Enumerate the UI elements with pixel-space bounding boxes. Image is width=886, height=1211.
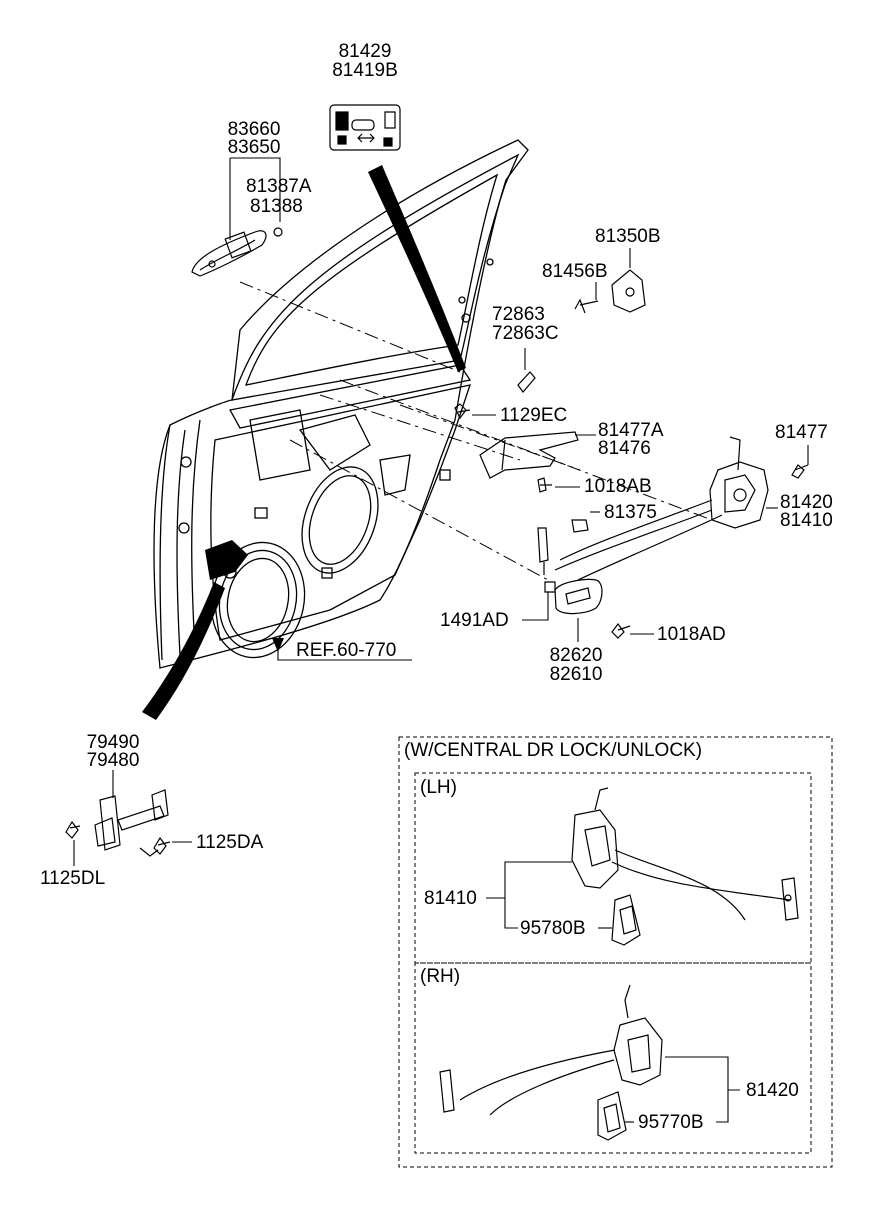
label-1018ad: 1018AD — [657, 624, 726, 645]
arrow-to-door-top — [368, 165, 466, 372]
label-81456b: 81456B — [542, 261, 608, 282]
label-82610: 82610 — [549, 664, 603, 685]
option-box — [398, 736, 833, 1168]
label-1491ad: 1491AD — [440, 610, 509, 631]
door-panel — [153, 139, 529, 669]
dashed-leaders — [239, 281, 713, 581]
lh-latch-label: 81410 — [424, 888, 477, 909]
main-latch — [554, 436, 769, 581]
label-1129ec: 1129EC — [500, 405, 568, 426]
label-81477: 81477 — [775, 422, 828, 443]
label-81375: 81375 — [604, 502, 657, 523]
lh-leaders — [486, 861, 612, 929]
rh-latch — [439, 984, 663, 1116]
label-82620: 82620 — [549, 645, 603, 666]
arrow-head-checker — [205, 540, 248, 580]
rh-actuator-label: 95770B — [638, 1112, 704, 1133]
inside-release-rod — [537, 527, 549, 575]
lh-title: (LH) — [420, 777, 457, 798]
door-checker — [65, 789, 171, 857]
lh-actuator — [611, 894, 641, 946]
option-box-title: (W/CENTRAL DR LOCK/UNLOCK) — [404, 740, 703, 761]
rh-title: (RH) — [420, 966, 461, 987]
label-1125da: 1125DA — [196, 832, 264, 853]
striker-bracket — [574, 269, 646, 314]
label-leaders — [73, 157, 809, 866]
rh-actuator — [597, 1091, 627, 1141]
ref-arrow — [272, 638, 284, 652]
label-79480: 79480 — [86, 750, 140, 771]
label-83650: 83650 — [227, 137, 281, 158]
label-72863: 72863 — [492, 304, 545, 325]
outside-handle — [191, 227, 283, 277]
label-ref: REF.60-770 — [296, 640, 397, 661]
rod-bracket — [479, 431, 579, 479]
label-72863c: 72863C — [492, 323, 559, 344]
lh-latch — [571, 787, 799, 921]
arrow-to-checker — [142, 582, 225, 720]
label-81410: 81410 — [780, 510, 833, 531]
window-switch-panel — [329, 104, 401, 151]
label-1018ab: 1018AB — [584, 476, 652, 497]
label-79490: 79490 — [86, 732, 140, 753]
label-81420: 81420 — [780, 492, 833, 513]
inside-handle — [554, 578, 603, 615]
label-81477a: 81477A — [598, 420, 664, 441]
label-83660: 83660 — [227, 119, 281, 140]
label-81388: 81388 — [250, 196, 303, 217]
label-1125dl: 1125DL — [40, 868, 106, 889]
rh-latch-label: 81420 — [746, 1080, 799, 1101]
lh-actuator-label: 95780B — [520, 918, 586, 939]
label-81476: 81476 — [598, 438, 651, 459]
label-81350b: 81350B — [595, 226, 661, 247]
rh-leaders — [624, 1056, 740, 1123]
label-81387a: 81387A — [246, 176, 312, 197]
label-81429: 81429 — [338, 41, 392, 62]
label-81419b: 81419B — [332, 60, 398, 81]
